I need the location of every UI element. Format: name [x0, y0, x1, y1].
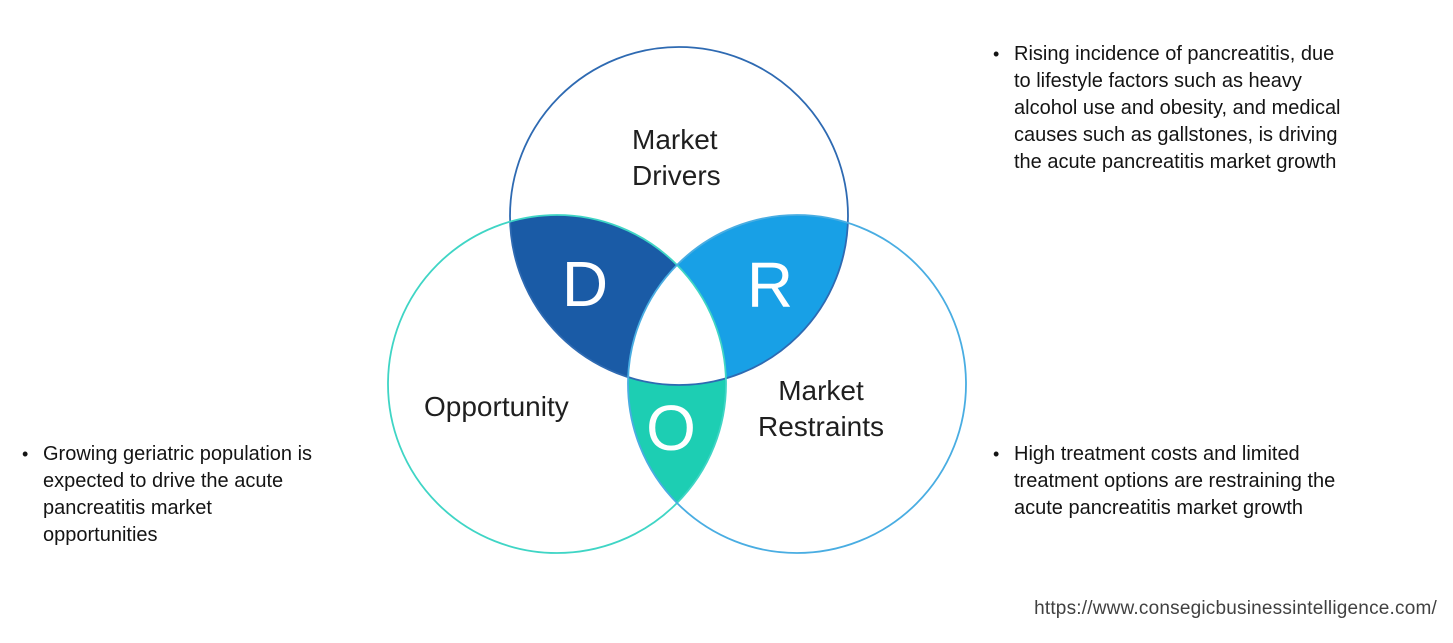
opportunity-note-text: Growing geriatric population is expected…: [43, 443, 313, 546]
bullet-icon: •: [993, 44, 1000, 64]
restraints-circle-label: Market Restraints: [757, 375, 885, 442]
bullet-icon: •: [993, 444, 1000, 464]
restraints-note-text: High treatment costs and limited treatme…: [1014, 443, 1336, 519]
bullet-icon: •: [22, 444, 29, 464]
opportunity-circle-label: Opportunity: [424, 391, 569, 422]
drivers-circle-outline: [509, 46, 849, 386]
opportunity-note: • Growing geriatric population is expect…: [22, 441, 392, 549]
drivers-note-text: Rising incidence of pancreatitis, due to…: [1014, 43, 1341, 173]
restraints-letter: R: [747, 249, 793, 321]
source-url: https://www.consegicbusinessintelligence…: [1034, 598, 1437, 619]
drivers-letter: D: [562, 248, 608, 320]
drivers-circle-label: Market Drivers: [632, 124, 721, 191]
opportunity-circle-outline: [387, 214, 727, 554]
restraints-circle-outline: [627, 214, 967, 554]
drivers-note: • Rising incidence of pancreatitis, due …: [993, 41, 1433, 176]
opportunity-letter: O: [646, 392, 696, 464]
restraints-note: • High treatment costs and limited treat…: [993, 441, 1433, 522]
